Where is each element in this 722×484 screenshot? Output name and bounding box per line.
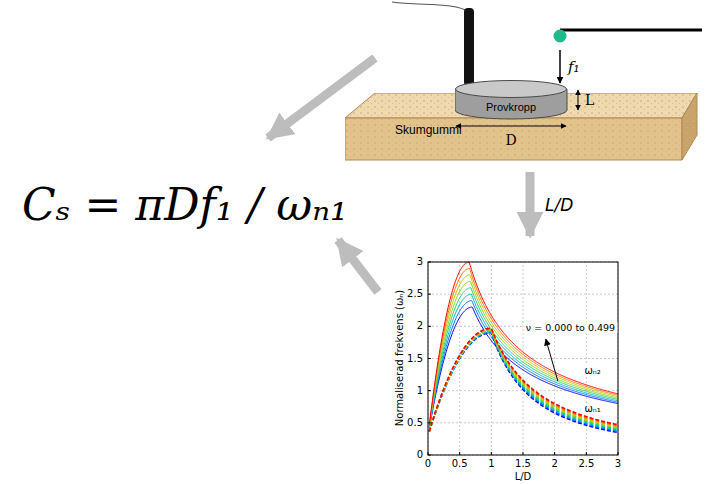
tick-mark <box>428 390 431 391</box>
tick-mark <box>428 358 431 359</box>
mode-curve <box>429 268 618 425</box>
grid-line <box>491 262 492 455</box>
foam-texture <box>345 93 697 118</box>
tick-label: 3 <box>417 257 423 267</box>
dimension-arrow <box>456 126 566 127</box>
disk-top <box>456 81 567 98</box>
tick-label: 0.5 <box>452 459 468 469</box>
mode-curve <box>429 281 618 426</box>
force-arrow <box>559 50 561 83</box>
mode-curve <box>429 328 618 431</box>
annotation: ν = 0.000 to 0.499 <box>524 322 617 334</box>
curve-label: ωₙ₁ <box>582 403 602 415</box>
grid-line <box>428 294 618 295</box>
force-label: f₁ <box>568 60 580 75</box>
curve-label: ωₙ₂ <box>582 365 602 377</box>
tick-mark <box>523 452 524 455</box>
mode-curve <box>429 329 618 432</box>
tick-label: 0 <box>425 459 431 469</box>
foam-texture <box>682 93 697 160</box>
tick-mark <box>428 294 431 295</box>
tick-label: 0.5 <box>407 418 423 428</box>
tick-mark <box>586 452 587 455</box>
formula: Cₛ = πDf₁ / ωₙ₁ <box>22 183 348 227</box>
mode-curve <box>429 294 618 427</box>
foam-label: Skumgummi <box>395 124 462 136</box>
tick-mark <box>618 452 619 455</box>
foam-texture <box>345 118 682 160</box>
specimen-disk: Provkropp <box>455 80 567 120</box>
tick-label: 2.5 <box>578 459 594 469</box>
sensor-cable <box>392 2 469 12</box>
axis-title: L/D <box>515 472 532 482</box>
accelerometer-rod <box>464 8 474 86</box>
grid-line <box>554 262 555 455</box>
dimension-label: L <box>585 93 594 107</box>
tick-label: 2.5 <box>407 289 423 299</box>
frequency-chart <box>428 262 618 455</box>
tick-mark <box>491 452 492 455</box>
tick-mark <box>428 326 431 327</box>
tick-mark <box>428 422 431 423</box>
hammer-arm <box>560 29 702 32</box>
foam-face <box>345 93 697 118</box>
mode-curve <box>429 262 618 425</box>
tick-label: 3 <box>615 459 621 469</box>
mode-curve <box>429 301 618 428</box>
tick-label: 1 <box>488 459 494 469</box>
grid-line <box>523 262 524 455</box>
tick-mark <box>428 262 431 263</box>
tick-label: 2 <box>551 459 557 469</box>
annotation-arrow <box>546 339 558 381</box>
tick-mark <box>459 452 460 455</box>
axis-title: Normaliserad frekvens (ωₙ) <box>395 290 405 426</box>
tick-mark <box>554 452 555 455</box>
mode-curve <box>429 275 618 426</box>
grid-line <box>428 358 618 359</box>
impact-ball <box>554 30 567 43</box>
flow-arrow <box>338 240 378 292</box>
specimen-label: Provkropp <box>486 102 536 113</box>
tick-label: 1.5 <box>407 354 423 364</box>
plot-frame <box>428 262 618 455</box>
tick-mark <box>428 455 431 456</box>
tick-label: 1 <box>417 386 423 396</box>
tick-label: 1.5 <box>515 459 531 469</box>
tick-label: 0 <box>417 450 423 460</box>
dimension-arrow <box>578 90 579 110</box>
tick-label: 2 <box>417 321 423 331</box>
dimension-label: D <box>505 133 516 147</box>
plot-area <box>428 262 618 455</box>
flow-arrow <box>526 172 535 236</box>
arrow-label: L/D <box>545 197 573 214</box>
foam-face <box>345 118 682 160</box>
foam-face <box>682 93 697 160</box>
